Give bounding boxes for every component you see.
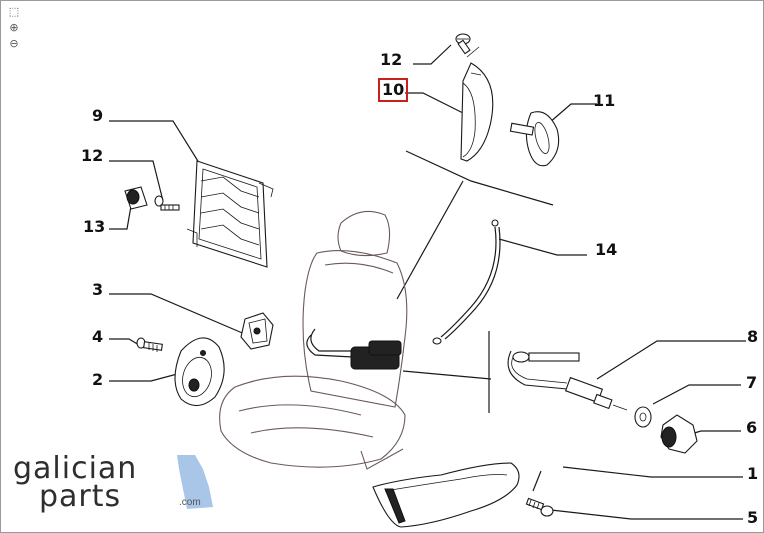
part-9-spring-frame[interactable]: [186, 160, 274, 268]
callout-9[interactable]: 9: [92, 106, 104, 125]
logo-accent-shape: [177, 455, 213, 509]
part-11-handle[interactable]: [509, 111, 560, 167]
callout-14[interactable]: 14: [595, 240, 618, 259]
callout-8[interactable]: 8: [747, 327, 759, 346]
logo-domain: .com: [179, 497, 201, 508]
part-13-knob[interactable]: [124, 186, 148, 210]
part-8-lumbar-mechanism[interactable]: [507, 350, 628, 411]
zoom-in-icon[interactable]: ⊕: [9, 21, 19, 34]
callout-12-top[interactable]: 12: [380, 50, 403, 69]
part-3-bracket[interactable]: [240, 312, 274, 350]
callout-4[interactable]: 4: [92, 327, 104, 346]
callout-7[interactable]: 7: [746, 373, 758, 392]
callout-12-left[interactable]: 12: [81, 146, 104, 165]
part-10-cover[interactable]: [460, 46, 494, 162]
screw-5[interactable]: [525, 497, 554, 517]
callout-13[interactable]: 13: [83, 217, 106, 236]
part-2-cover[interactable]: [174, 337, 225, 407]
part-6-knob[interactable]: [660, 414, 698, 454]
galicianparts-logo: galician parts .com: [9, 449, 219, 519]
select-icon[interactable]: ⬚: [8, 5, 20, 18]
callout-1[interactable]: 1: [747, 464, 759, 483]
screw-12-top[interactable]: [455, 33, 471, 55]
part-7-washer[interactable]: [634, 406, 652, 428]
logo-line-2: parts: [39, 479, 122, 514]
callout-10-highlighted[interactable]: 10: [377, 78, 409, 102]
logo-line-1: galician: [13, 451, 138, 486]
part-14-cable[interactable]: [432, 219, 501, 345]
screw-4[interactable]: [136, 337, 163, 352]
callout-5[interactable]: 5: [747, 508, 759, 527]
part-1-side-trim[interactable]: [372, 462, 520, 528]
leader-lines: [109, 44, 746, 520]
zoom-out-icon[interactable]: ⊖: [9, 37, 19, 50]
callout-11[interactable]: 11: [593, 91, 616, 110]
callout-3[interactable]: 3: [92, 280, 104, 299]
seat-mechanism: [306, 328, 402, 370]
seat-outline: [219, 210, 408, 470]
screw-12-left[interactable]: [154, 195, 180, 211]
callout-6[interactable]: 6: [746, 418, 758, 437]
callout-2[interactable]: 2: [92, 370, 104, 389]
